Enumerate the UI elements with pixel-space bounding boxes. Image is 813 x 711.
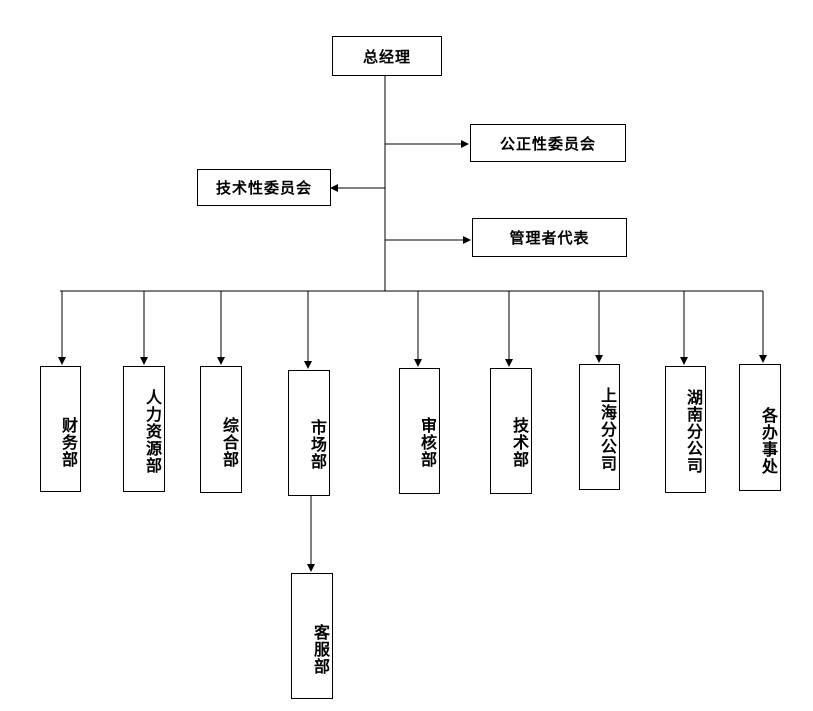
dept-shanghai-branch-box: 上海分公司 [579, 364, 620, 490]
dept-offices-box: 各办事处 [739, 364, 781, 491]
dept-marketing-box: 市场部 [288, 370, 330, 496]
tech-committee-box: 技术性委员会 [197, 169, 331, 206]
dept-finance-box: 财务部 [40, 366, 81, 492]
mgmt-rep-box: 管理者代表 [472, 218, 627, 257]
dept-hr-box: 人力资源部 [123, 366, 165, 492]
dept-customer-service-box: 客服部 [291, 573, 333, 699]
dept-general-affairs-box: 综合部 [200, 366, 242, 493]
dept-technical-box: 技术部 [490, 368, 532, 494]
dept-hunan-branch-box: 湖南分公司 [665, 366, 706, 493]
fair-committee-box: 公正性委员会 [470, 124, 626, 162]
general-manager-box: 总经理 [332, 36, 442, 76]
dept-audit-box: 审核部 [399, 368, 440, 494]
